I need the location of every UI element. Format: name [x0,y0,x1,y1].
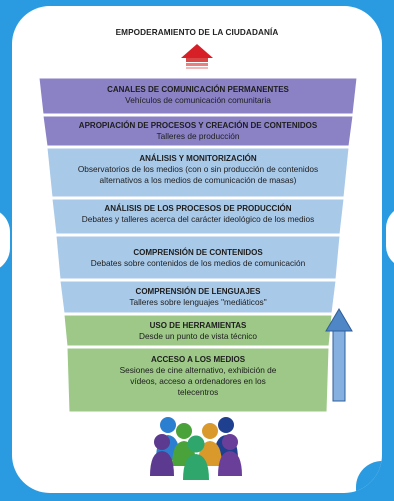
level-band-3 [46,147,350,198]
level-band-6 [59,280,337,314]
level-4-title: ANÁLISIS DE LOS PROCESOS DE PRODUCCIÓN [104,204,292,213]
level-band-5 [55,235,341,280]
level-5-description: Debates sobre contenidos de los medios d… [90,258,306,268]
level-2: APROPIACIÓN DE PROCESOS Y CREACIÓN DE CO… [47,120,349,142]
level-3: ANÁLISIS Y MONITORIZACIÓN Observatorios … [56,153,340,186]
people-group-icon [150,417,242,480]
level-5: COMPRENSIÓN DE CONTENIDOS Debates sobre … [58,247,338,269]
level-8-title: ACCESO A LOS MEDIOS [150,355,246,364]
left-decoration [0,208,10,272]
level-band-7 [63,314,333,347]
level-2-title: APROPIACIÓN DE PROCESOS Y CREACIÓN DE CO… [78,121,318,130]
right-decoration [386,206,394,268]
level-8-description: Sesiones de cine alternativo, exhibición… [119,365,277,397]
level-band-4 [51,198,345,235]
level-band-8 [66,347,330,413]
level-band-2 [42,115,354,147]
level-3-title: ANÁLISIS Y MONITORIZACIÓN [139,154,257,163]
level-1-description: Vehículos de comunicación comunitaria [125,95,271,105]
level-7-title: USO DE HERRAMIENTAS [149,321,247,330]
level-3-description: Observatorios de los medios (con o sin p… [77,164,319,185]
level-8: ACCESO A LOS MEDIOS Sesiones de cine alt… [118,354,278,398]
level-5-title: COMPRENSIÓN DE CONTENIDOS [133,248,263,257]
progress-arrow-icon [325,308,353,402]
level-1: CANALES DE COMUNICACIÓN PERMANENTES Vehí… [43,84,353,106]
level-4: ANÁLISIS DE LOS PROCESOS DE PRODUCCIÓN D… [56,203,340,225]
level-2-description: Talleres de producción [156,131,240,141]
up-arrow-icon [181,44,213,69]
level-band-1 [38,77,358,115]
level-6-title: COMPRENSIÓN DE LENGUAJES [135,287,261,296]
level-4-description: Debates y talleres acerca del carácter i… [81,214,315,224]
diagram-title: EMPODERAMIENTO DE LA CIUDADANÍA [115,28,279,37]
level-7-description: Desde un punto de vista técnico [138,331,258,341]
level-7: USO DE HERRAMIENTAS Desde un punto de vi… [66,320,330,342]
level-6-description: Talleres sobre lenguajes "mediáticos" [129,297,267,307]
level-6: COMPRENSIÓN DE LENGUAJES Talleres sobre … [62,286,334,308]
level-1-title: CANALES DE COMUNICACIÓN PERMANENTES [107,85,289,94]
